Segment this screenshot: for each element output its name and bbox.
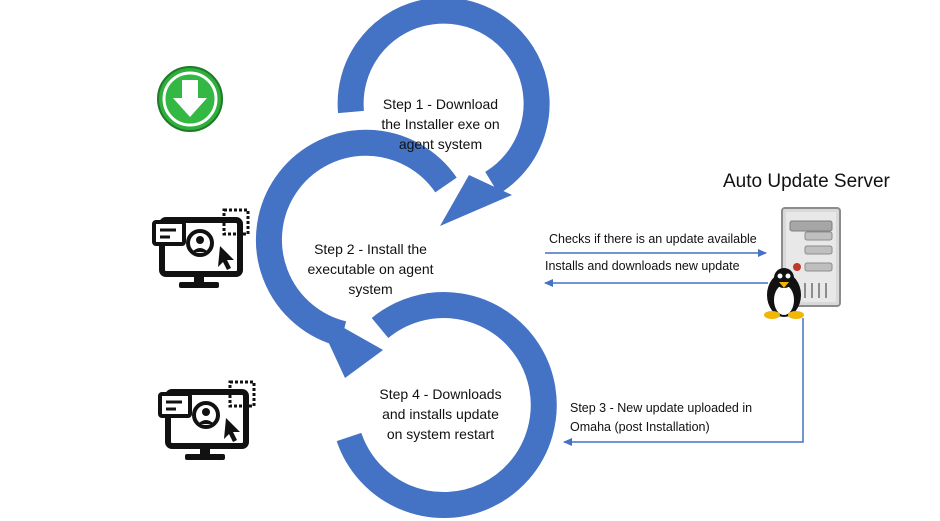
- step1-cycle-arrow: [337, 0, 550, 226]
- computer-user-icon: [152, 208, 250, 288]
- step3-label: Step 3 - New update uploaded in Omaha (p…: [570, 401, 753, 434]
- linux-server-icon: [764, 207, 841, 319]
- step2-label: Step 2 - Install the executable on agent…: [307, 241, 434, 297]
- computer-user-icon: [158, 380, 256, 460]
- upload-update-arrow: [563, 318, 804, 446]
- step4-cycle-arrow: [336, 292, 557, 519]
- step4-label: Step 4 - Downloads and installs update o…: [379, 386, 502, 442]
- step2-cycle-arrow: [255, 129, 457, 378]
- step1-label: Step 1 - Download the Installer exe on a…: [381, 96, 500, 152]
- server-title: Auto Update Server: [723, 171, 890, 192]
- check-update-label: Checks if there is an update available: [549, 232, 757, 246]
- install-update-label: Installs and downloads new update: [545, 259, 740, 273]
- download-icon: [157, 66, 223, 132]
